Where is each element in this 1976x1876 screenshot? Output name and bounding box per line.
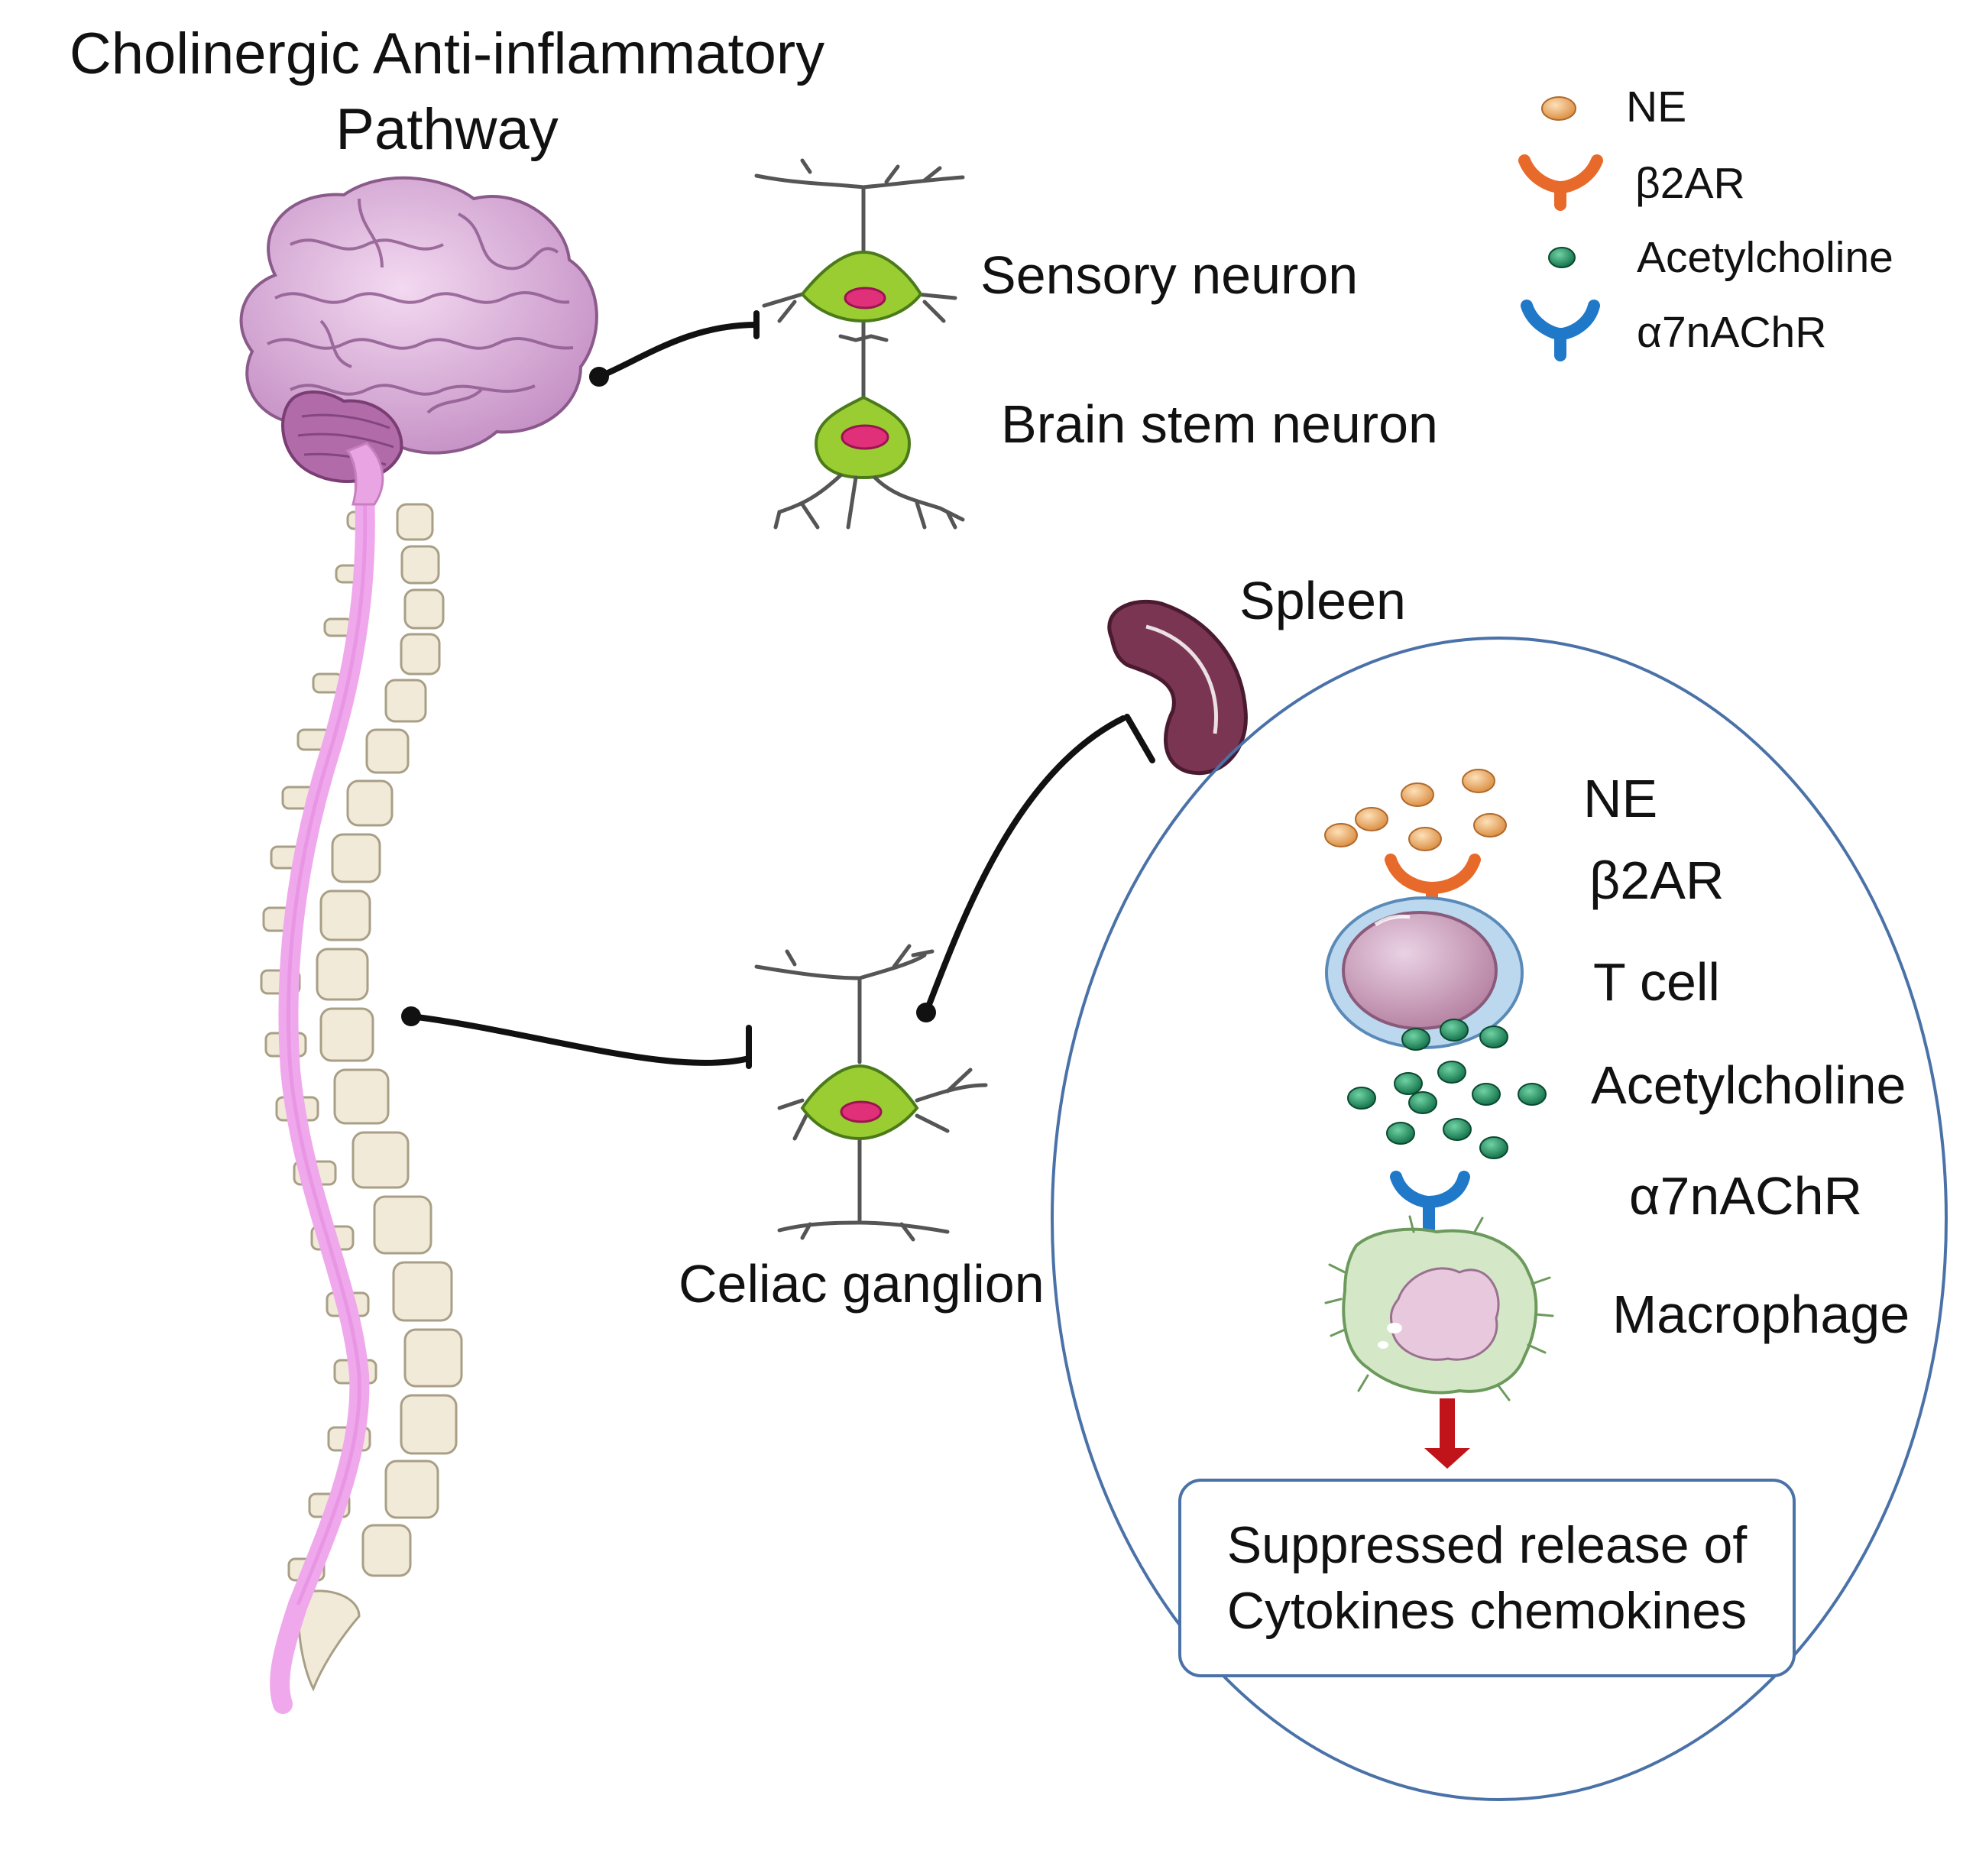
brainstem-neuron: [773, 395, 965, 530]
t-cell: [1325, 896, 1524, 1049]
legend-icons: [1518, 96, 1603, 361]
spine: [260, 418, 463, 1714]
celiac-ganglion-label: Celiac ganglion: [679, 1254, 1045, 1314]
macrophage: [1324, 1215, 1554, 1401]
ganglion-connector-dot: [916, 1003, 936, 1022]
acetylcholine-label: Acetylcholine: [1591, 1055, 1906, 1115]
ne-molecule-icon: [1541, 96, 1576, 121]
brainstem-neuron-label: Brain stem neuron: [1001, 394, 1438, 454]
spleen-label: Spleen: [1239, 571, 1406, 630]
spine-connector-dot: [401, 1006, 421, 1026]
title-line-2: Pathway: [335, 96, 559, 162]
spleen-detail-outline: [1051, 637, 1948, 1801]
suppression-arrow: [1424, 1398, 1470, 1469]
a7nachr-receptor: [1390, 1171, 1470, 1235]
acetylcholine-molecules: [1347, 1019, 1547, 1159]
legend-label-beta2ar: β2AR: [1635, 159, 1745, 208]
t-cell-label: T cell: [1593, 952, 1720, 1012]
outcome-box: Suppressed release of Cytokines chemokin…: [1178, 1479, 1796, 1677]
sensory-neuron-label: Sensory neuron: [980, 245, 1359, 305]
beta2ar-receptor-icon: [1518, 154, 1603, 211]
a7nachr-receptor-icon: [1521, 300, 1600, 361]
outcome-line-1: Suppressed release of: [1226, 1515, 1748, 1574]
spleen-organ: [1107, 599, 1248, 776]
legend-label-acetylcholine: Acetylcholine: [1637, 233, 1893, 282]
ne-molecules: [1324, 769, 1507, 851]
sensory-neuron: [754, 158, 965, 400]
legend-label-a7nachr: α7nAChR: [1637, 308, 1827, 357]
legend-label-ne: NE: [1626, 83, 1687, 131]
macrophage-label: Macrophage: [1612, 1285, 1910, 1344]
outcome-line-2: Cytokines chemokines: [1226, 1582, 1748, 1640]
nerve-connectors: [408, 310, 1155, 1069]
beta2ar-label: β2AR: [1589, 851, 1725, 910]
brain-connector-dot: [589, 367, 609, 387]
brain: [239, 176, 598, 506]
celiac-ganglion-neuron: [754, 944, 988, 1242]
page-title: Cholinergic Anti-inflammatory Pathway: [0, 17, 894, 168]
ne-label: NE: [1583, 769, 1658, 828]
a7nachr-label: α7nAChR: [1629, 1166, 1863, 1226]
acetylcholine-molecule-icon: [1548, 247, 1576, 268]
title-line-1: Cholinergic Anti-inflammatory: [69, 21, 825, 86]
